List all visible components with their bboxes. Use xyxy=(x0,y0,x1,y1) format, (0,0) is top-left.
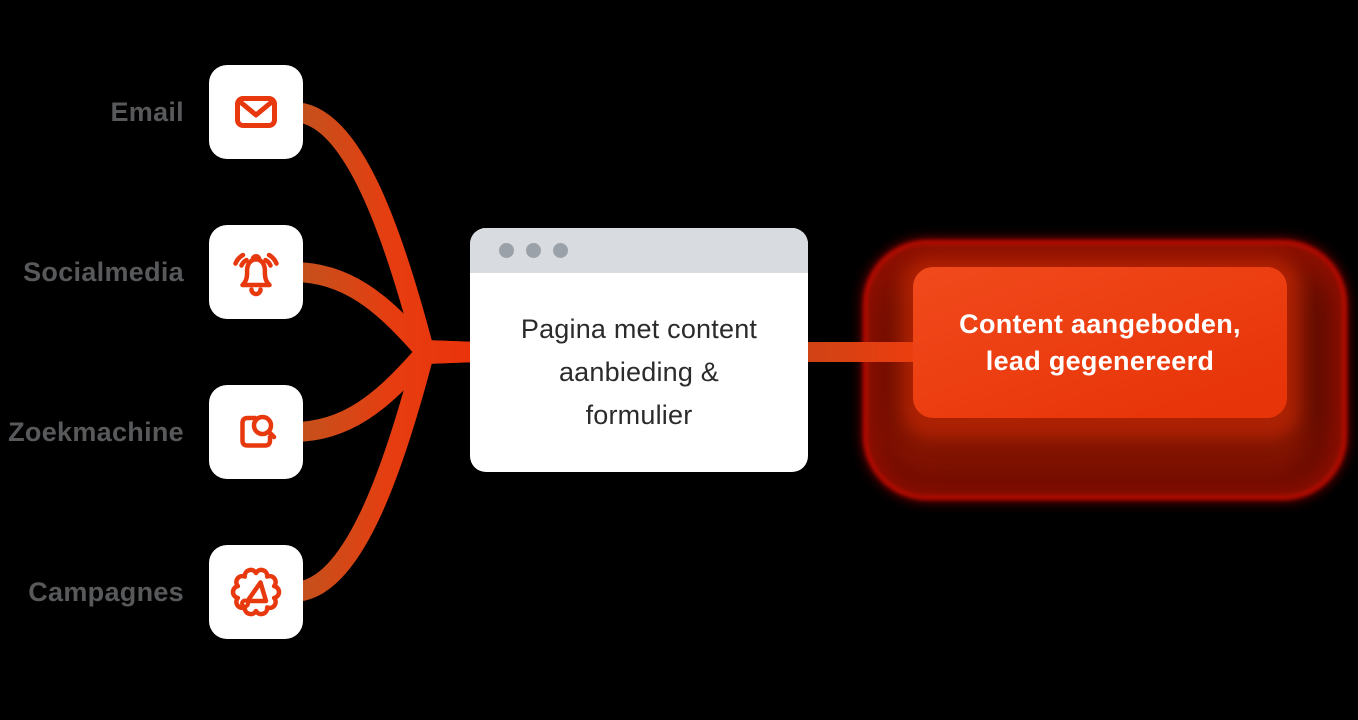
bell-alert-icon xyxy=(233,252,279,297)
source-card-zoekmachine xyxy=(209,385,303,479)
source-label-email: Email xyxy=(110,97,184,127)
browser-text-line-1: Pagina met content xyxy=(520,314,758,344)
browser-body: Pagina met content aanbieding & formulie… xyxy=(470,273,808,472)
page-search-icon xyxy=(240,414,277,448)
browser-titlebar xyxy=(470,228,808,273)
envelope-icon xyxy=(235,96,277,128)
connector-zoekmachine xyxy=(292,342,478,442)
browser-dot xyxy=(526,243,541,258)
browser-text-line-2: aanbieding & xyxy=(558,357,720,387)
browser-dot xyxy=(553,243,568,258)
connector-email xyxy=(292,102,478,362)
browser-text-line-3: formulier xyxy=(585,400,693,430)
result-badge-line-1: Content aangeboden, xyxy=(959,308,1241,339)
connector-campagnes xyxy=(292,342,478,602)
browser-window-card: Pagina met content aanbieding & formulie… xyxy=(470,228,808,472)
result-badge-line-2: lead gegenereerd xyxy=(985,345,1215,376)
source-label-zoekmachine: Zoekmachine xyxy=(8,417,184,447)
badge-megaphone-icon xyxy=(230,567,282,617)
source-label-campagnes: Campagnes xyxy=(28,577,184,607)
connector-socialmedia xyxy=(292,262,478,362)
source-card-campagnes xyxy=(209,545,303,639)
source-label-socialmedia: Socialmedia xyxy=(23,257,184,287)
result-badge: Content aangeboden, lead gegenereerd xyxy=(913,267,1287,418)
source-card-email xyxy=(209,65,303,159)
browser-dot xyxy=(499,243,514,258)
source-card-socialmedia xyxy=(209,225,303,319)
